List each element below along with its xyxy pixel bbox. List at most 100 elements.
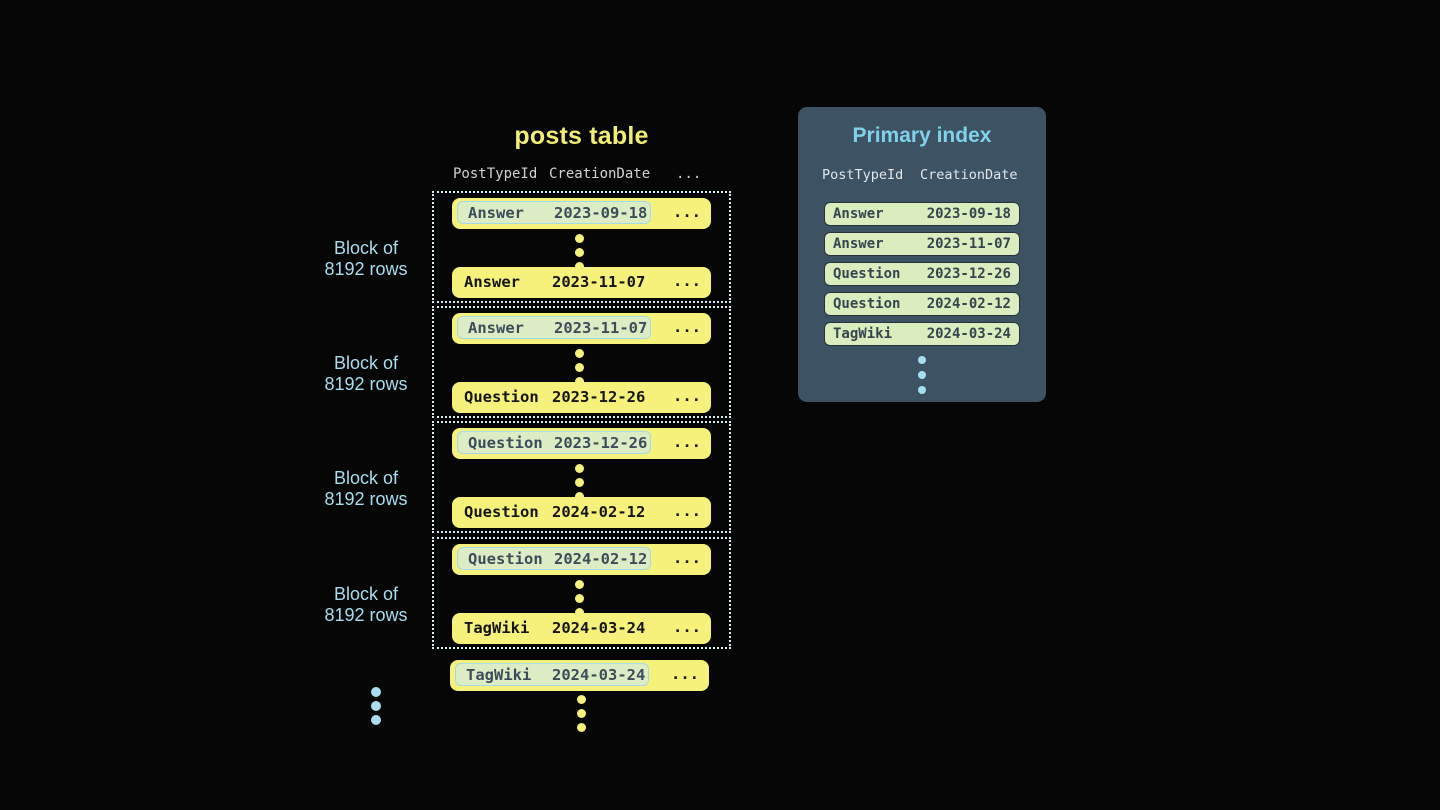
highlighted-cell [457, 201, 651, 224]
dot [575, 477, 584, 487]
column-header-posttypeid: PostTypeId [453, 166, 538, 182]
row-block-1: Answer 2023-09-18 ... Answer 2023-11-07 … [432, 191, 731, 303]
creationdate-value: 2023-12-26 [554, 434, 648, 452]
posttypeid-value: Answer [468, 204, 524, 222]
primary-index-panel: Primary index PostTypeId CreationDate An… [798, 107, 1046, 402]
block-label-4: Block of 8192 rows [310, 584, 422, 628]
primary-index-title: Primary index [852, 124, 992, 147]
creationdate-value: 2024-03-24 [552, 666, 646, 684]
posttypeid-value: Question [833, 266, 901, 282]
block-label-3: Block of 8192 rows [310, 468, 422, 512]
posttypeid-value: Answer [833, 236, 884, 252]
row-more-columns: ... [673, 272, 701, 290]
dot [371, 687, 381, 697]
dot [575, 362, 584, 372]
posttypeid-value: Question [468, 550, 543, 568]
row-more-columns: ... [673, 433, 701, 451]
dot [575, 593, 584, 603]
dot [577, 694, 586, 704]
index-entry: Answer 2023-11-07 [824, 232, 1020, 256]
block-label-line2: 8192 rows [324, 374, 408, 394]
table-row-block-min: Question 2023-12-26 ... [452, 428, 711, 459]
creationdate-value: 2023-11-07 [926, 236, 1011, 252]
row-more-columns: ... [673, 203, 701, 221]
index-entry: Question 2024-02-12 [824, 292, 1020, 316]
creationdate-value: 2024-02-12 [554, 550, 648, 568]
block-label-line1: Block of [333, 468, 399, 488]
dot [371, 701, 381, 711]
more-rows-dots [577, 692, 586, 734]
row-more-columns: ... [671, 665, 699, 683]
table-row-block-max: TagWiki 2024-03-24 ... [452, 613, 711, 644]
posts-table-title: posts table [514, 122, 649, 150]
table-row-block-min: Question 2024-02-12 ... [452, 544, 711, 575]
dot [577, 722, 586, 732]
dot [918, 370, 926, 379]
column-header-creationdate: CreationDate [549, 166, 651, 182]
more-blocks-dots [371, 685, 381, 727]
highlighted-cell [457, 431, 651, 454]
ellipsis-dots-vertical [575, 346, 584, 388]
ellipsis-dots-vertical [575, 461, 584, 503]
index-entry: TagWiki 2024-03-24 [824, 322, 1020, 346]
highlighted-cell [457, 547, 651, 570]
dot [575, 376, 584, 386]
creationdate-value: 2023-11-07 [554, 319, 648, 337]
dot [575, 607, 584, 617]
column-header-posttypeid: PostTypeId [822, 167, 904, 183]
dot [371, 715, 381, 725]
dot [575, 579, 584, 589]
block-label-line2: 8192 rows [324, 605, 408, 625]
dot [575, 491, 584, 501]
posttypeid-value: Answer [464, 273, 520, 291]
table-row-block-min: Answer 2023-09-18 ... [452, 198, 711, 229]
row-block-2: Answer 2023-11-07 ... Question 2023-12-2… [432, 306, 731, 418]
row-more-columns: ... [673, 502, 701, 520]
row-more-columns: ... [673, 549, 701, 567]
creationdate-value: 2024-02-12 [926, 296, 1011, 312]
creationdate-value: 2024-02-12 [552, 503, 646, 521]
index-entry: Answer 2023-09-18 [824, 202, 1020, 226]
creationdate-value: 2023-11-07 [552, 273, 646, 291]
block-label-2: Block of 8192 rows [310, 353, 422, 397]
column-header-more: ... [676, 166, 702, 182]
dot [918, 385, 926, 394]
more-index-entries-dots [918, 352, 926, 397]
block-label-line2: 8192 rows [324, 489, 408, 509]
block-label-line1: Block of [333, 584, 399, 604]
posttypeid-value: Answer [833, 206, 884, 222]
posttypeid-value: Question [464, 503, 539, 521]
dot [575, 233, 584, 243]
posttypeid-value: TagWiki [464, 619, 530, 637]
table-row-block-min: Answer 2023-11-07 ... [452, 313, 711, 344]
dot [918, 355, 926, 364]
index-entry: Question 2023-12-26 [824, 262, 1020, 286]
block-label-1: Block of 8192 rows [310, 238, 422, 282]
dot [575, 247, 584, 257]
creationdate-value: 2024-03-24 [552, 619, 646, 637]
block-label-line2: 8192 rows [324, 259, 408, 279]
row-more-columns: ... [673, 318, 701, 336]
table-row-block-max: Question 2023-12-26 ... [452, 382, 711, 413]
row-block-3: Question 2023-12-26 ... Question 2024-02… [432, 421, 731, 533]
creationdate-value: 2023-12-26 [926, 266, 1011, 282]
posts-table-column-headers: PostTypeId CreationDate ... [432, 166, 731, 186]
dot [575, 348, 584, 358]
table-row-next-block-min: TagWiki 2024-03-24 ... [450, 660, 709, 691]
posttypeid-value: Question [833, 296, 901, 312]
ellipsis-dots-vertical [575, 231, 584, 273]
creationdate-value: 2023-12-26 [552, 388, 646, 406]
block-label-line1: Block of [333, 353, 399, 373]
table-row-block-max: Question 2024-02-12 ... [452, 497, 711, 528]
posttypeid-value: Question [464, 388, 539, 406]
dot [577, 708, 586, 718]
posttypeid-value: TagWiki [466, 666, 532, 684]
dot [575, 463, 584, 473]
row-more-columns: ... [673, 618, 701, 636]
block-label-line1: Block of [333, 238, 399, 258]
column-header-creationdate: CreationDate [920, 167, 1018, 183]
row-block-4: Question 2024-02-12 ... TagWiki 2024-03-… [432, 537, 731, 649]
creationdate-value: 2023-09-18 [926, 206, 1011, 222]
posttypeid-value: Answer [468, 319, 524, 337]
